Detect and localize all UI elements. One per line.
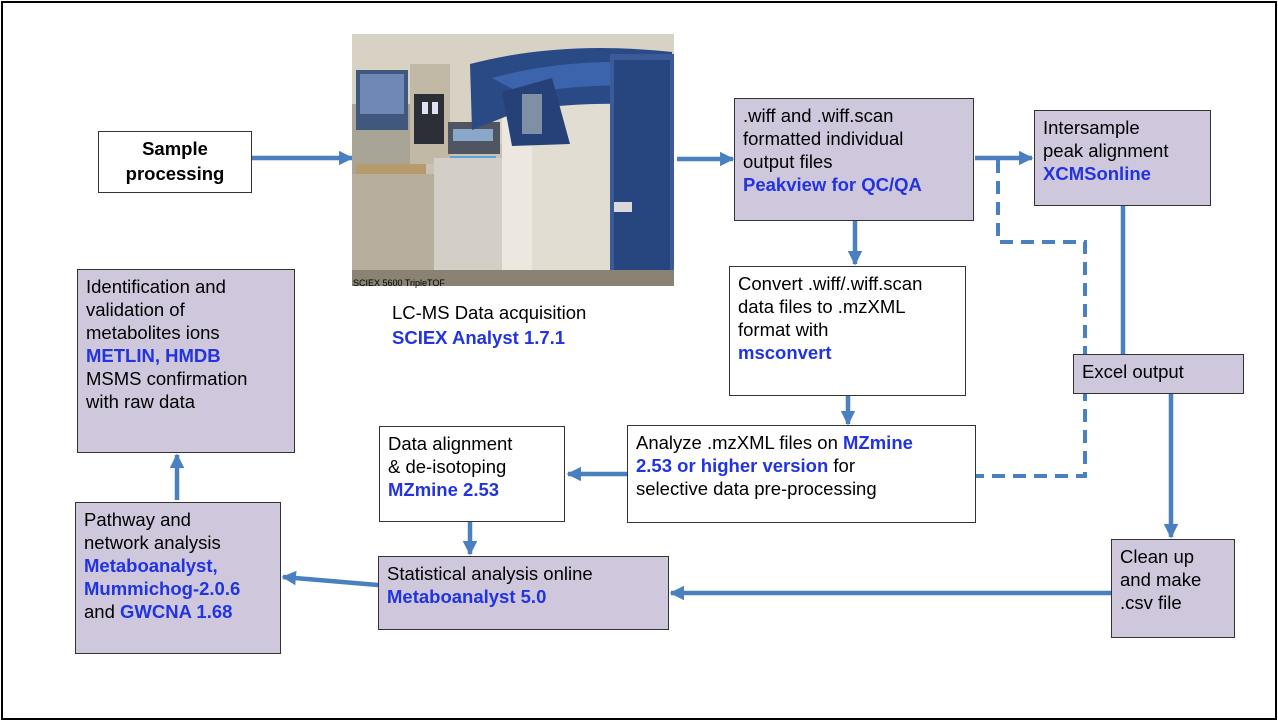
intersample-line-2: peak alignment xyxy=(1043,140,1169,161)
intersample-tool: XCMSonline xyxy=(1043,163,1151,184)
alignment-line-1: Data alignment xyxy=(388,433,513,454)
dashed-path-wiff-to-analyze xyxy=(976,160,1087,478)
analyze-text-2: for xyxy=(828,455,855,476)
alignment-line-2: & de-isotoping xyxy=(388,456,507,477)
excel-output-box: Excel output xyxy=(1073,354,1244,394)
cleanup-line-3: .csv file xyxy=(1120,592,1182,613)
convert-line-1: Convert .wiff/.wiff.scan xyxy=(738,273,923,294)
convert-tool: msconvert xyxy=(738,342,832,363)
identification-extra-1: MSMS confirmation xyxy=(86,368,248,389)
convert-line-2: data files to .mzXML xyxy=(738,296,906,317)
identification-box: Identification and validation of metabol… xyxy=(77,269,295,453)
identification-line-2: validation of xyxy=(86,299,185,320)
analyze-tool-1: MZmine xyxy=(843,432,913,453)
statistics-tool: Metaboanalyst 5.0 xyxy=(387,586,547,607)
identification-tools: METLIN, HMDB xyxy=(86,345,221,366)
instrument-photo xyxy=(352,34,674,286)
analyze-box: Analyze .mzXML files on MZmine 2.53 or h… xyxy=(627,425,976,523)
alignment-tool: MZmine 2.53 xyxy=(388,479,500,500)
pathway-tool-2: Mummichog-2.0.6 xyxy=(84,578,241,599)
photo-caption: SCIEX 5600 TripleTOF xyxy=(353,278,445,288)
statistics-label: Statistical analysis online xyxy=(387,563,593,584)
intersample-line-1: Intersample xyxy=(1043,117,1140,138)
cleanup-line-1: Clean up xyxy=(1120,546,1195,567)
analyze-line-2: 2.53 or higher version for xyxy=(636,454,967,477)
wiff-line-3: output files xyxy=(743,151,833,172)
analyze-text-1: Analyze .mzXML files on xyxy=(636,432,844,453)
identification-extra-2: with raw data xyxy=(86,391,195,412)
sample-processing-box: Sample processing xyxy=(98,131,252,193)
cleanup-box: Clean up and make .csv file xyxy=(1111,539,1235,638)
pathway-tool-1: Metaboanalyst, xyxy=(84,555,218,576)
acquisition-title: LC-MS Data acquisition xyxy=(392,302,587,323)
acquisition-software: SCIEX Analyst 1.7.1 xyxy=(392,327,566,348)
analyze-tool-2: 2.53 or higher version xyxy=(636,455,829,476)
wiff-tool: Peakview for QC/QA xyxy=(743,174,922,195)
identification-line-3: metabolites ions xyxy=(86,322,220,343)
pathway-and-text: and xyxy=(84,601,121,622)
wiff-line-2: formatted individual xyxy=(743,128,904,149)
acquisition-label: LC-MS Data acquisition SCIEX Analyst 1.7… xyxy=(392,300,586,350)
excel-label: Excel output xyxy=(1082,361,1184,382)
wiff-output-box: .wiff and .wiff.scan formatted individua… xyxy=(734,98,974,221)
analyze-line-1: Analyze .mzXML files on MZmine xyxy=(636,431,967,454)
convert-box: Convert .wiff/.wiff.scan data files to .… xyxy=(729,266,966,396)
alignment-box: Data alignment & de-isotoping MZmine 2.5… xyxy=(379,426,565,522)
convert-line-3: format with xyxy=(738,319,829,340)
statistics-box: Statistical analysis online Metaboanalys… xyxy=(378,556,669,630)
pathway-line-5: and GWCNA 1.68 xyxy=(84,600,272,623)
pathway-line-1: Pathway and xyxy=(84,509,191,530)
intersample-box: Intersample peak alignment XCMSonline xyxy=(1034,110,1211,206)
pathway-box: Pathway and network analysis Metaboanaly… xyxy=(75,502,281,654)
sample-line-1: Sample xyxy=(142,138,208,159)
identification-line-1: Identification and xyxy=(86,276,226,297)
cleanup-line-2: and make xyxy=(1120,569,1202,590)
analyze-line-3: selective data pre-processing xyxy=(636,478,877,499)
pathway-tool-3: GWCNA 1.68 xyxy=(120,601,233,622)
wiff-line-1: .wiff and .wiff.scan xyxy=(743,105,894,126)
arrow-stats-to-pathway xyxy=(281,570,379,588)
pathway-line-2: network analysis xyxy=(84,532,221,553)
sample-line-2: processing xyxy=(125,163,225,184)
